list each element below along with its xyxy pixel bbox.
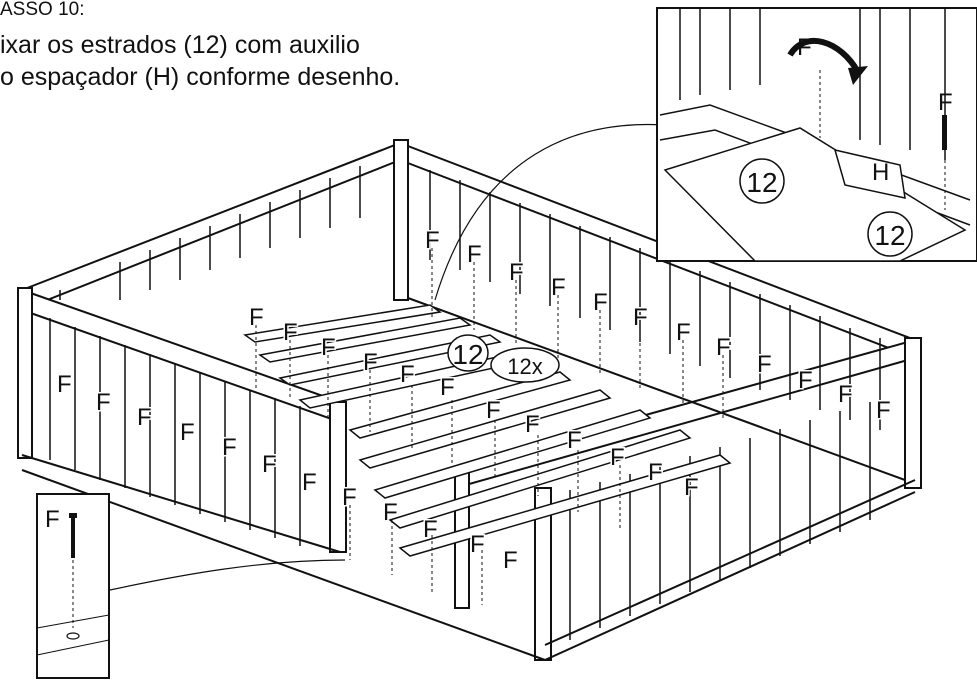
screw-label: F <box>423 516 438 543</box>
screw-label: F <box>525 411 540 438</box>
inset-slat-label-2: 12 <box>874 220 905 251</box>
screw-label: F <box>96 389 111 416</box>
detail-inset-screw: F <box>36 493 110 679</box>
screw-label: F <box>567 427 582 454</box>
screw-label: F <box>876 397 891 424</box>
inset-screw-label-1: F <box>797 34 812 61</box>
slat-callout: 12 12x <box>447 334 560 383</box>
slats <box>243 304 732 557</box>
screw-label: F <box>648 459 663 486</box>
screw-label: F <box>400 361 415 388</box>
screw-label: F <box>503 547 518 574</box>
screw-label: F <box>509 259 524 286</box>
step-title: ASSO 10: <box>0 0 85 20</box>
screw-label: F <box>551 274 566 301</box>
screw-label: F <box>838 381 853 408</box>
screw-label: F <box>684 474 699 501</box>
screw-label: F <box>467 241 482 268</box>
slat-quantity-label: 12x <box>507 354 542 379</box>
instruction-line-1: ixar os estrados (12) com auxilio <box>0 31 360 59</box>
screw-detail-label: F <box>45 506 60 533</box>
screw-guides <box>255 248 724 605</box>
screw-label: F <box>283 319 298 346</box>
instruction-line-2: o espaçador (H) conforme desenho. <box>0 63 401 91</box>
screw-label: F <box>440 374 455 401</box>
inset-screw-label-2: F <box>938 89 953 116</box>
screw-label: F <box>222 434 237 461</box>
screw-label: F <box>486 397 501 424</box>
screw-label: F <box>321 334 336 361</box>
screw-label: F <box>302 469 317 496</box>
slat-number-label: 12 <box>452 339 483 370</box>
screw-label: F <box>180 419 195 446</box>
crib-spindles <box>49 166 881 640</box>
screw-label: F <box>249 304 264 331</box>
screw-label: F <box>593 289 608 316</box>
inset-slat-label-1: 12 <box>746 167 777 198</box>
screw-label: F <box>383 499 398 526</box>
screw-label: F <box>57 371 72 398</box>
screw-label: F <box>137 404 152 431</box>
screw-label: F <box>470 531 485 558</box>
detail-leader-line <box>434 123 666 301</box>
screw-label: F <box>798 367 813 394</box>
screw-label: F <box>262 451 277 478</box>
screw-label: F <box>610 444 625 471</box>
screw-label: F <box>676 319 691 346</box>
screw-label: F <box>633 304 648 331</box>
screw-label: F <box>425 227 440 254</box>
screw-label: F <box>363 349 378 376</box>
screw-detail-leader <box>109 559 346 591</box>
inset-spacer-label: H <box>872 159 889 186</box>
detail-inset-spacer: F F H 12 12 <box>656 7 977 262</box>
screw-label: F <box>757 351 772 378</box>
screw-label: F <box>342 484 357 511</box>
screw-label: F <box>716 334 731 361</box>
